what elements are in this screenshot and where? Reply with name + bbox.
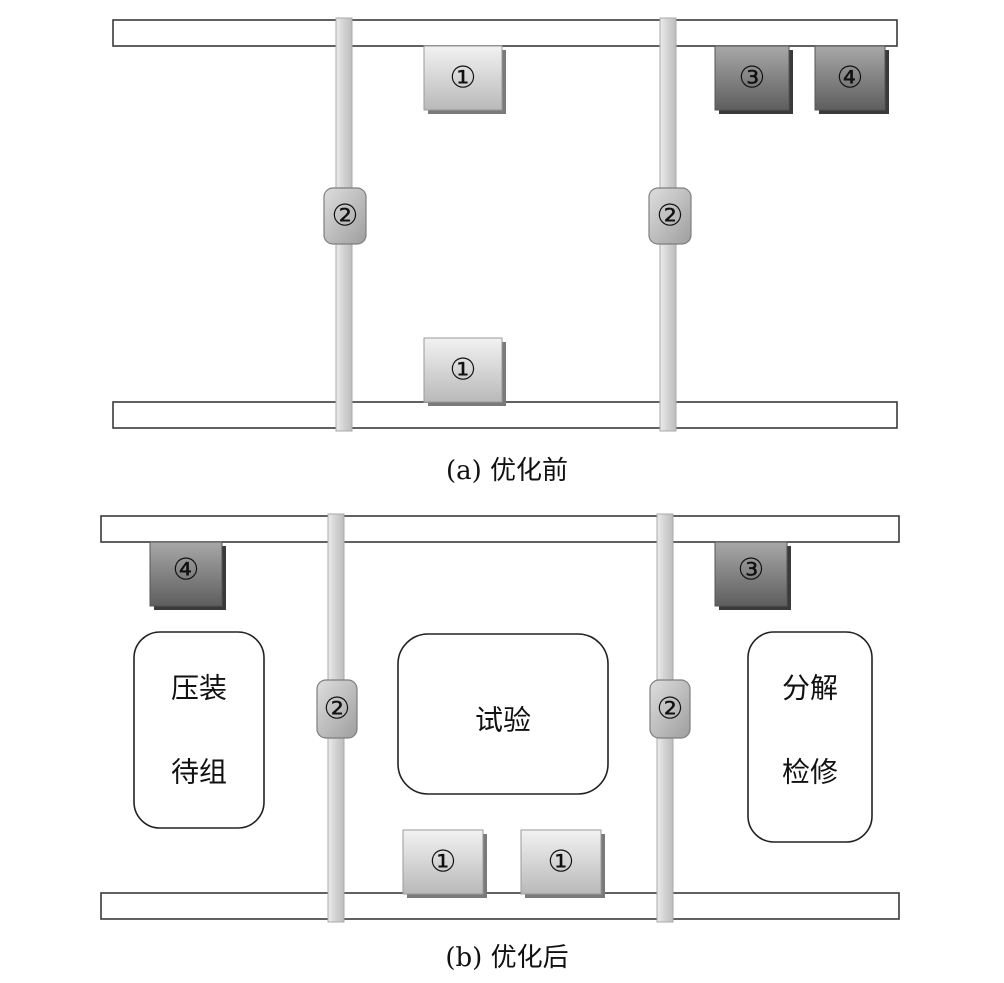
zone-press-assembly: 压装 待组 [133,631,265,829]
carrier-label: ② [657,199,684,234]
panel-b: 压装 待组 试验 分解 检修 ④ ③ ① [100,513,900,973]
machine-label: ① [450,61,477,96]
caption-a: (a) 优化前 [446,456,568,486]
machine-unit: ① [423,45,506,114]
rail-bottom [100,892,900,920]
zone-test: 试验 [397,633,609,795]
zone-label: 检修 [782,756,838,789]
carrier-label: ② [657,692,684,727]
panel-a: ① ③ ④ ① ② ② (a) 优化前 [112,17,898,486]
machine-label: ④ [837,61,864,96]
zone-label: 压装 [171,672,227,705]
machine-unit: ① [423,337,506,406]
zone-label: 试验 [475,704,531,737]
zone-label: 待组 [171,756,227,789]
carrier-label: ② [324,692,351,727]
caption-b: (b) 优化后 [445,943,568,973]
machine-unit: ① [520,829,605,898]
machine-label: ① [548,845,575,880]
machine-unit: ③ [714,45,793,114]
crane-carrier: ② [316,679,358,739]
zone-disassembly: 分解 检修 [747,631,873,843]
carrier-label: ② [332,199,359,234]
machine-unit: ① [402,829,487,898]
crane-carrier: ② [648,187,692,245]
zone-label: 分解 [782,672,838,705]
machine-label: ④ [173,553,200,588]
machine-label: ③ [738,553,765,588]
machine-unit: ④ [814,45,889,114]
rail-bottom [112,401,898,429]
rail-top [112,19,898,47]
machine-label: ① [450,353,477,388]
machine-label: ① [430,845,457,880]
crane-carrier: ② [649,679,691,739]
machine-label: ③ [739,61,766,96]
rail-top [100,515,900,543]
crane-carrier: ② [323,187,367,245]
machine-unit: ④ [149,541,226,610]
machine-unit: ③ [714,541,791,610]
